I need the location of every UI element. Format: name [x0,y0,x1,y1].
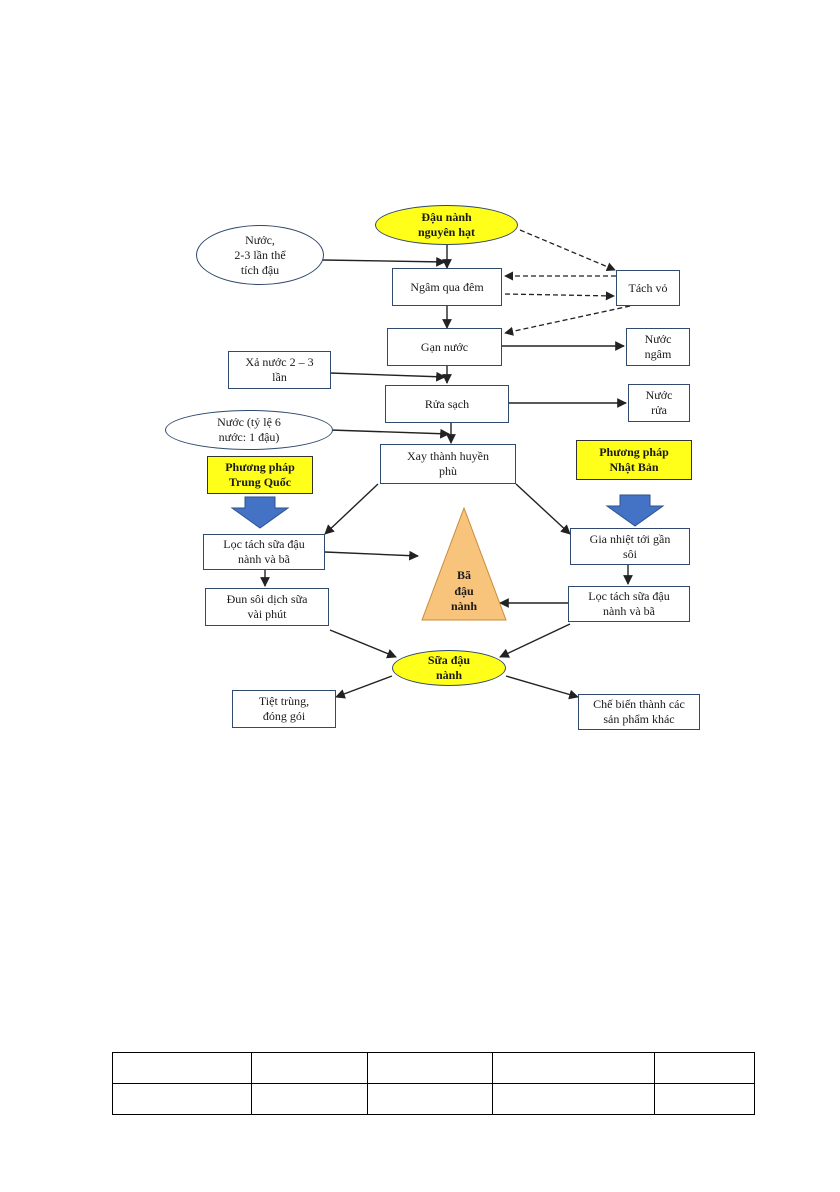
method-japan-label: Phương pháp Nhật Bản [576,440,692,480]
dehull-step: Tách vỏ [616,270,680,306]
okara-label: Bã đậu nành [450,568,478,614]
okara-triangle [421,506,507,621]
filter-right-step: Lọc tách sữa đậu nành và bã [568,586,690,622]
arrow-soymilk-process [505,675,579,700]
drain-step: Gạn nước [387,328,502,366]
soak-step: Ngâm qua đêm [392,268,502,306]
table-cell [251,1083,368,1115]
table-cell [251,1052,368,1084]
table-row [112,1052,755,1084]
rinse-water-input: Xả nước 2 – 3 lần [228,351,331,389]
arrow-rinse-wash [329,371,446,382]
sterilize-step: Tiệt trùng, đóng gói [232,690,336,728]
dash-soybean-dehull [519,229,616,272]
process-other-step: Chế biến thành các sản phẩm khác [578,694,700,730]
empty-table [112,1052,755,1115]
table-cell [367,1083,493,1115]
table-cell [492,1083,655,1115]
table-cell [367,1052,493,1084]
method-china-arrow-icon [230,496,290,529]
water-input-node: Nước, 2-3 lần thể tích đậu [196,225,324,285]
method-china-label: Phương pháp Trung Quốc [207,456,313,494]
wash-water-output: Nước rửa [628,384,690,422]
table-cell [492,1052,655,1084]
arrow-grind-filterleft [324,483,379,535]
wash-step: Rửa sạch [385,385,509,423]
arrow-water-soak [322,256,446,267]
table-row [112,1083,755,1115]
arrow-filterleft-okara [324,550,419,561]
filter-left-step: Lọc tách sữa đậu nành và bã [203,534,325,570]
boil-step: Đun sôi dịch sữa vài phút [205,588,329,626]
table-cell [654,1083,755,1115]
dash-soak-dehull [504,291,615,301]
soak-water-output: Nước ngâm [626,328,690,366]
dash-dehull-drain [504,305,631,336]
table-cell [112,1083,252,1115]
soybean-node: Đậu nành nguyên hạt [375,205,518,245]
arrow-grindwater-grind [329,428,450,439]
grind-water-input: Nước (tỷ lệ 6 nước: 1 đậu) [165,410,333,450]
heat-step: Gia nhiệt tới gần sôi [570,528,690,565]
table-cell [112,1052,252,1084]
arrow-boil-soymilk [329,629,397,659]
table-cell [654,1052,755,1084]
soymilk-node: Sữa đậu nành [392,650,506,686]
method-japan-arrow-icon [605,494,665,527]
arrow-soymilk-sterilize [335,675,393,699]
arrow-filterright-soymilk [499,623,571,658]
grind-step: Xay thành huyền phù [380,444,516,484]
arrow-grind-heat [515,483,571,535]
